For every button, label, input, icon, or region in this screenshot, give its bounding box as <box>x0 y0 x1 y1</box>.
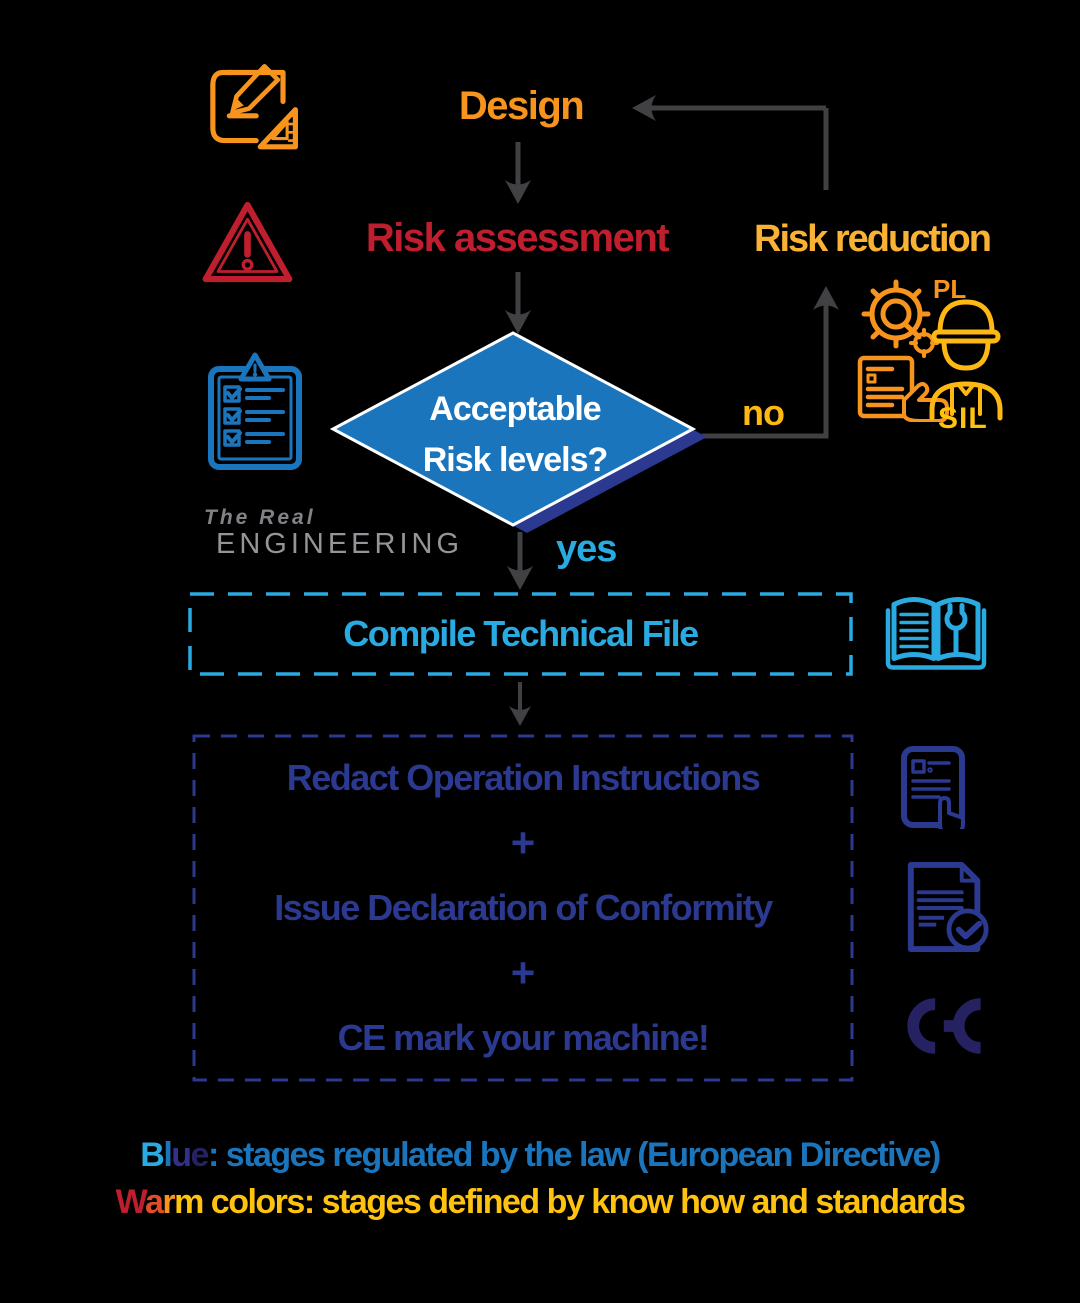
legend-blue-word-e: e <box>190 1136 210 1174</box>
final-box-border <box>192 734 854 1082</box>
final-step-instructions: Redact Operation Instructions <box>286 757 761 798</box>
decision-line1: Acceptable <box>429 390 601 428</box>
manual-book-wrench-icon <box>885 597 987 670</box>
legend-blue-line: Blue: stages regulated by the law (Europ… <box>140 1136 941 1175</box>
sil-label: SIL <box>938 402 988 435</box>
no-label: no <box>742 392 785 433</box>
document-hand-icon <box>901 746 965 829</box>
legend-warm-line: Warm colors: stages defined by know how … <box>115 1183 966 1222</box>
yes-label: yes <box>556 528 617 570</box>
arrowhead-down-icon <box>507 566 533 590</box>
legend-warm-word-a: a <box>144 1183 164 1221</box>
final-step-ce-mark: CE mark your machine! <box>337 1017 710 1058</box>
arrowhead-down-icon <box>505 310 531 334</box>
checklist-clipboard-icon <box>208 352 302 470</box>
legend-blue-rest: : stages regulated by the law (European … <box>207 1136 941 1174</box>
arrowhead-up-icon <box>813 286 839 310</box>
pl-label: PL <box>933 274 967 304</box>
gears-worker-pl-sil-icon <box>857 279 1003 422</box>
final-steps-box: Redact Operation Instructions + Issue De… <box>192 734 854 1082</box>
document-check-icon <box>907 862 989 953</box>
ce-mark-icon <box>907 998 982 1054</box>
plus-sign: + <box>510 819 536 866</box>
decision-line2: Risk levels? <box>422 441 609 479</box>
arrowhead-down-icon <box>505 180 531 204</box>
arrowhead-down-icon <box>509 706 531 726</box>
logo-script: The Real <box>204 506 316 529</box>
legend-blue-word-b: B <box>140 1136 165 1174</box>
compile-technical-file-box: Compile Technical File <box>188 592 853 676</box>
legend-warm-word-r: r <box>162 1183 175 1221</box>
final-step-declaration: Issue Declaration of Conformity <box>274 887 773 928</box>
risk-assessment-label: Risk assessment <box>365 216 670 260</box>
compile-label: Compile Technical File <box>343 613 699 654</box>
compile-box-border <box>188 592 853 676</box>
legend-warm-rest: colors: stages defined by know how and s… <box>202 1183 966 1221</box>
legend-blue-word-l: l <box>163 1136 172 1174</box>
legend-warm-word-w: W <box>115 1183 147 1221</box>
warning-triangle-icon <box>202 201 293 283</box>
legend-warm-word-m: m <box>174 1183 204 1221</box>
decision-label: Acceptable Risk levels? <box>340 384 690 486</box>
blueprint-pencil-icon <box>210 63 298 150</box>
decision-diamond <box>329 331 707 533</box>
arrowhead-left-icon <box>632 95 656 121</box>
logo-name: ENGINEERING <box>216 528 464 560</box>
risk-reduction-label: Risk reduction <box>754 218 992 260</box>
plus-sign: + <box>510 949 536 996</box>
design-label: Design <box>458 84 585 128</box>
arrow-no-branch <box>702 300 829 439</box>
legend-blue-word-u: u <box>171 1136 192 1174</box>
